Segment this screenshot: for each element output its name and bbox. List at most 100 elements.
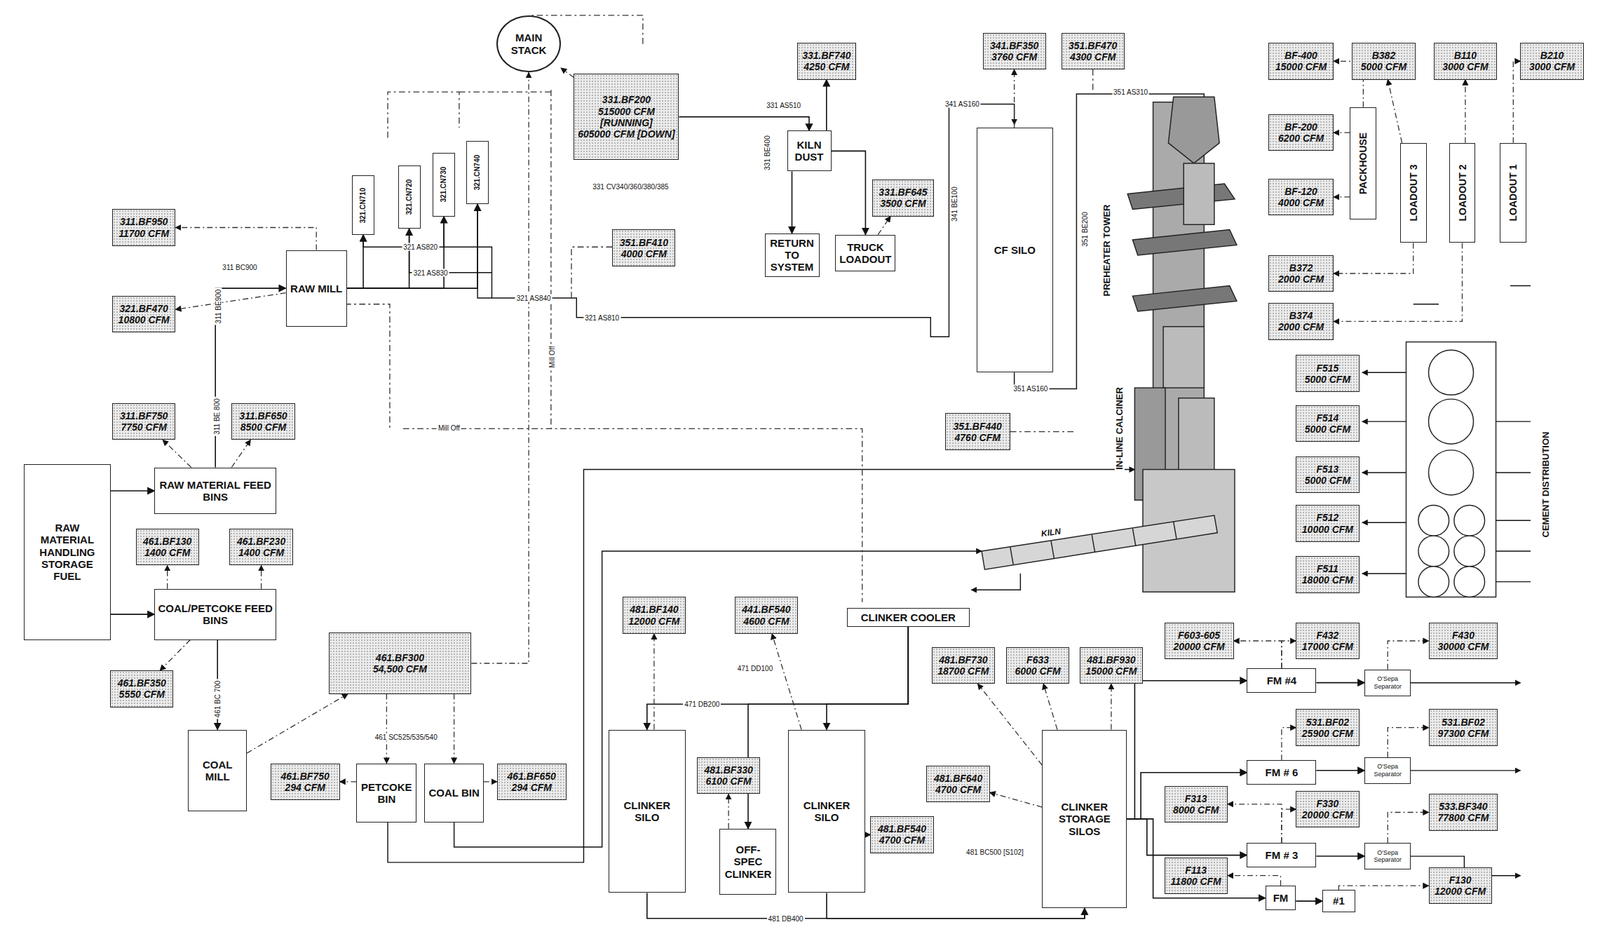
rotated-tag: IN-LINE CALCINER xyxy=(1114,385,1124,472)
node-text: BF-200 xyxy=(1284,121,1318,133)
dust-duct xyxy=(1227,875,1281,887)
node-text: CLINKER STORAGE SILOS xyxy=(1045,800,1124,838)
rotated-tag: 311 BE900 xyxy=(214,287,223,325)
process-conveyor xyxy=(647,892,1085,918)
conveyor-tag: 461 SC525/535/540 xyxy=(373,732,439,741)
node-text: MAIN STACK xyxy=(500,31,557,57)
node-text: 351.BF470 xyxy=(1068,39,1117,52)
node-text: FM # 3 xyxy=(1265,849,1299,861)
node-text: 4000 CFM xyxy=(1278,197,1324,209)
rotated-tag: KILN xyxy=(1039,526,1063,540)
node-text: 321.BF470 xyxy=(119,302,169,315)
baghouse-box: B3825000 CFM xyxy=(1351,42,1415,80)
node-text: 605000 CFM [DOWN] xyxy=(577,128,675,140)
node-text: 20000 CFM xyxy=(1302,809,1354,821)
process-conveyor xyxy=(1126,818,1265,899)
node-text: F514 xyxy=(1316,412,1339,424)
node-text: HANDLING STORAGE xyxy=(27,546,108,571)
node-text: BF-120 xyxy=(1284,185,1318,198)
node-text: CLINKER SILO xyxy=(612,799,683,824)
process-conveyor xyxy=(110,613,155,615)
node-text: [RUNNING] xyxy=(600,117,653,129)
node-text: 321.CN740 xyxy=(473,154,482,191)
baghouse-box: 331.BF6453500 CFM xyxy=(872,179,934,216)
process-box: RAW MILL xyxy=(286,250,348,327)
rotated-tag: 331 BE400 xyxy=(763,134,772,173)
baghouse-box: 461.BF1301400 CFM xyxy=(136,528,200,566)
process-box: CLINKER STORAGE SILOS xyxy=(1041,729,1127,909)
baghouse-box: 481.BF6404700 CFM xyxy=(926,765,990,803)
node-text: F432 xyxy=(1316,629,1339,641)
rotated-tag: PREHEATER TOWER xyxy=(1102,202,1113,298)
node-text: RAW MATERIAL xyxy=(27,521,108,547)
conveyor-tag: 351 AS160 xyxy=(1011,384,1049,393)
vertical-box: LOADOUT 1 xyxy=(1499,143,1527,244)
baghouse-box: 533.BF34077800 CFM xyxy=(1428,793,1499,831)
baghouse-box: F43217000 CFM xyxy=(1295,622,1359,660)
baghouse-box: F51118000 CFM xyxy=(1295,556,1359,593)
process-conveyor xyxy=(215,288,286,467)
baghouse-box: F51210000 CFM xyxy=(1295,504,1359,542)
node-text: 10800 CFM xyxy=(118,314,170,326)
node-text: COAL/PETCOKE FEED BINS xyxy=(157,602,273,627)
process-lines xyxy=(363,93,1531,876)
process-box: RAW MATERIALHANDLING STORAGEFUEL xyxy=(23,464,111,640)
node-text: 25900 CFM xyxy=(1302,727,1354,740)
dust-duct xyxy=(560,68,574,78)
node-text: F313 xyxy=(1184,792,1208,805)
process-box: COAL BIN xyxy=(424,763,484,823)
node-text: 441.BF540 xyxy=(741,603,791,615)
baghouse-box: F5155000 CFM xyxy=(1295,354,1359,392)
node-text: BF-400 xyxy=(1284,49,1318,61)
stack-circle: MAIN STACK xyxy=(496,15,561,73)
node-text: CLINKER COOLER xyxy=(860,611,956,624)
node-text: 77800 CFM xyxy=(1437,811,1489,824)
node-text: 321.CN730 xyxy=(439,166,449,203)
baghouse-box: F43030000 CFM xyxy=(1428,622,1499,660)
dust-duct xyxy=(175,293,286,310)
process-conveyor xyxy=(1126,818,1247,856)
baghouse-box: 311.BF95011700 CFM xyxy=(112,208,176,246)
process-box: #1 xyxy=(1322,889,1356,913)
process-conveyor xyxy=(1126,680,1247,819)
baghouse-box: F33020000 CFM xyxy=(1295,790,1359,828)
baghouse-box: F6336000 CFM xyxy=(1006,647,1070,684)
node-text: 10000 CFM xyxy=(1302,523,1354,535)
node-text: 2000 CFM xyxy=(1278,321,1324,333)
node-text: 12000 CFM xyxy=(628,615,680,627)
node-text: 2000 CFM xyxy=(1278,273,1324,285)
node-text: 481.BF730 xyxy=(938,654,988,666)
dust-duct xyxy=(162,439,192,467)
node-text: B372 xyxy=(1289,262,1313,274)
node-text: 7750 CFM xyxy=(121,421,167,433)
separator-box: O'Sepa Separator xyxy=(1364,842,1411,870)
node-text: 4760 CFM xyxy=(954,431,1001,444)
node-text: RETURN TO SYSTEM xyxy=(768,236,817,274)
process-conveyor xyxy=(826,626,908,730)
node-text: 531.BF02 xyxy=(1306,716,1349,728)
conveyor-tag: 481 BC500 [S102] xyxy=(964,848,1026,857)
node-text: 311.BF750 xyxy=(119,410,168,422)
baghouse-box: B3742000 CFM xyxy=(1268,302,1334,340)
process-box: FM # 6 xyxy=(1246,760,1317,785)
raw-silo: 321.CN720 xyxy=(398,165,421,229)
baghouse-box: 311.BF6508500 CFM xyxy=(231,403,295,440)
process-box: FM # 3 xyxy=(1246,842,1317,868)
conveyor-tag: 331 CV340/360/380/385 xyxy=(591,182,670,191)
node-text: 97300 CFM xyxy=(1437,727,1489,740)
dust-duct xyxy=(1333,242,1462,322)
preheater-tower xyxy=(1127,96,1237,592)
conveyor-tag: 471 DB200 xyxy=(682,700,721,709)
process-conveyor xyxy=(347,234,364,289)
node-text: 1400 CFM xyxy=(144,546,191,559)
process-box: OFF-SPEC CLINKER xyxy=(719,828,777,896)
dust-duct xyxy=(653,633,655,730)
process-box: PETCOKE BIN xyxy=(356,763,417,823)
node-text: 531.BF02 xyxy=(1441,716,1485,728)
dust-duct xyxy=(727,793,729,829)
node-text: KILN DUST xyxy=(790,138,829,164)
conveyor-tag: 341 AS160 xyxy=(943,100,981,108)
node-text: 461.BF130 xyxy=(143,535,192,547)
dust-duct xyxy=(1387,812,1429,844)
process-conveyor xyxy=(1316,769,1365,772)
